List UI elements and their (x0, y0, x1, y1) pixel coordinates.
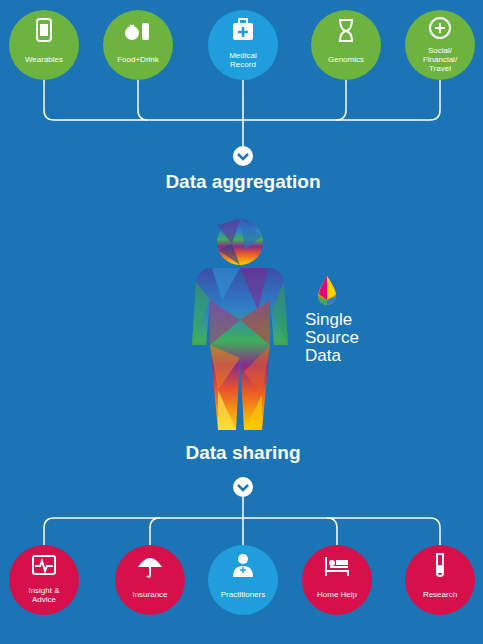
icon (208, 545, 278, 615)
logo-drop (318, 276, 336, 305)
node-label: Insight & Advice (18, 587, 70, 605)
source-circle: Food+Drink (103, 10, 173, 80)
use-circle: Insight & Advice (9, 545, 79, 615)
icon (103, 10, 173, 80)
icon (208, 10, 278, 80)
icon (302, 545, 372, 615)
person-figure (192, 219, 288, 430)
icon (115, 545, 185, 615)
section-heading: Data aggregation (165, 172, 320, 192)
node-label: Genomics (328, 56, 364, 65)
source-circle: Genomics (311, 10, 381, 80)
node-label: Home Help (317, 591, 357, 600)
source-circle: Wearables (9, 10, 79, 80)
use-circle: Research (405, 545, 475, 615)
icon (311, 10, 381, 80)
use-circle: Insurance (115, 545, 185, 615)
node-label: Wearables (25, 56, 63, 65)
brand-label: Single Source Data (305, 311, 359, 365)
source-circle: Medical Record (208, 10, 278, 80)
node-label: Insurance (132, 591, 167, 600)
node-label: Social/ Financial/ Travel (414, 47, 466, 73)
section-heading: Data sharing (185, 443, 300, 463)
connector-bracket (44, 80, 440, 546)
node-label: Food+Drink (117, 56, 159, 65)
use-circle: Practitioners (208, 545, 278, 615)
node-label: Research (423, 591, 457, 600)
source-circle: Social/ Financial/ Travel (405, 10, 475, 80)
node-label: Practitioners (221, 591, 265, 600)
icon (9, 545, 79, 615)
icon (405, 545, 475, 615)
use-circle: Home Help (302, 545, 372, 615)
icon (9, 10, 79, 80)
node-label: Medical Record (217, 52, 269, 70)
